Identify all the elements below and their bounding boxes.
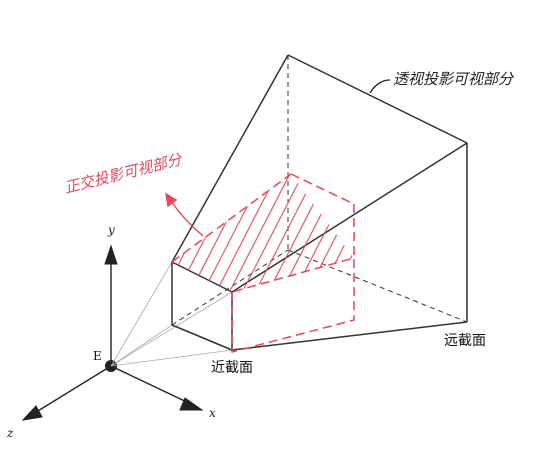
frustum-top-right-edge: [231, 142, 468, 293]
z-axis-label: z: [6, 426, 14, 440]
far-plane-label: 远截面: [444, 333, 486, 349]
ortho-label-pointer-arrowhead: [165, 192, 178, 208]
z-axis: [32, 365, 112, 415]
z-axis-arrowhead: [21, 405, 43, 421]
coordinate-axes: [21, 244, 204, 421]
perspective-label-leader: [369, 79, 391, 94]
eye-point-label: E: [93, 349, 102, 363]
far-plane-outline: [287, 54, 468, 322]
y-axis-label: y: [107, 223, 115, 237]
ortho-box-top-left-edge: [171, 173, 292, 263]
frustum-bottom-right-edge: [231, 321, 468, 351]
perspective-volume-label: 透视投影可视部分: [393, 70, 515, 88]
near-plane-label: 近截面: [211, 360, 253, 376]
near-plane-outline: [171, 261, 233, 351]
ortho-box-front-face: [231, 257, 355, 353]
y-axis-arrowhead: [104, 244, 118, 265]
ortho-box-top-back-edge: [290, 173, 355, 205]
orthographic-volume-label: 正交投影可视部分: [63, 150, 186, 197]
ortho-label-pointer: [170, 200, 204, 237]
x-axis-arrowhead: [179, 397, 204, 411]
x-axis: [110, 365, 194, 406]
frustum-hidden-edges: [171, 55, 468, 326]
frustum-top-left-edge: [171, 54, 289, 263]
sight-lines: [110, 261, 233, 367]
orthographic-box: [165, 173, 355, 353]
perspective-frustum: [171, 54, 468, 351]
x-axis-label: x: [209, 406, 216, 420]
